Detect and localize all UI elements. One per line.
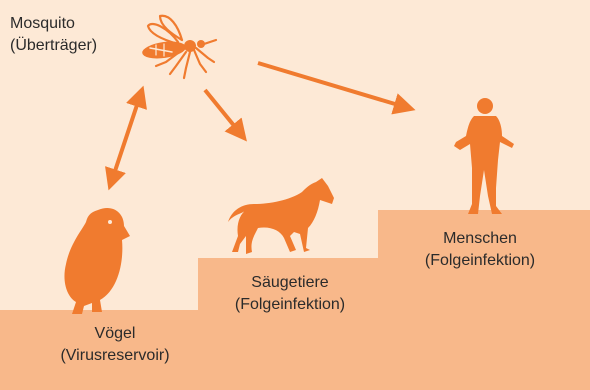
node-role-birds: (Virusreservoir)	[45, 345, 185, 367]
mosquito-icon	[141, 16, 216, 78]
label-humans: Menschen (Folgeinfektion)	[405, 228, 555, 272]
node-name-mammals: Säugetiere	[215, 272, 365, 294]
label-mosquito: Mosquito (Überträger)	[10, 13, 97, 57]
arrow-mosquito-humans	[258, 63, 405, 107]
node-role-mosquito: (Überträger)	[10, 35, 97, 57]
node-name-humans: Menschen	[405, 228, 555, 250]
arrow-mosquito-mammals	[205, 90, 240, 133]
label-mammals: Säugetiere (Folgeinfektion)	[215, 272, 365, 316]
horse-icon	[228, 178, 334, 254]
bird-icon	[64, 208, 130, 314]
arrow-mosquito-birds	[112, 96, 140, 180]
label-birds: Vögel (Virusreservoir)	[45, 323, 185, 367]
node-role-humans: (Folgeinfektion)	[405, 250, 555, 272]
human-icon	[454, 98, 514, 214]
node-role-mammals: (Folgeinfektion)	[215, 294, 365, 316]
node-name-mosquito: Mosquito	[10, 13, 97, 35]
node-name-birds: Vögel	[45, 323, 185, 345]
